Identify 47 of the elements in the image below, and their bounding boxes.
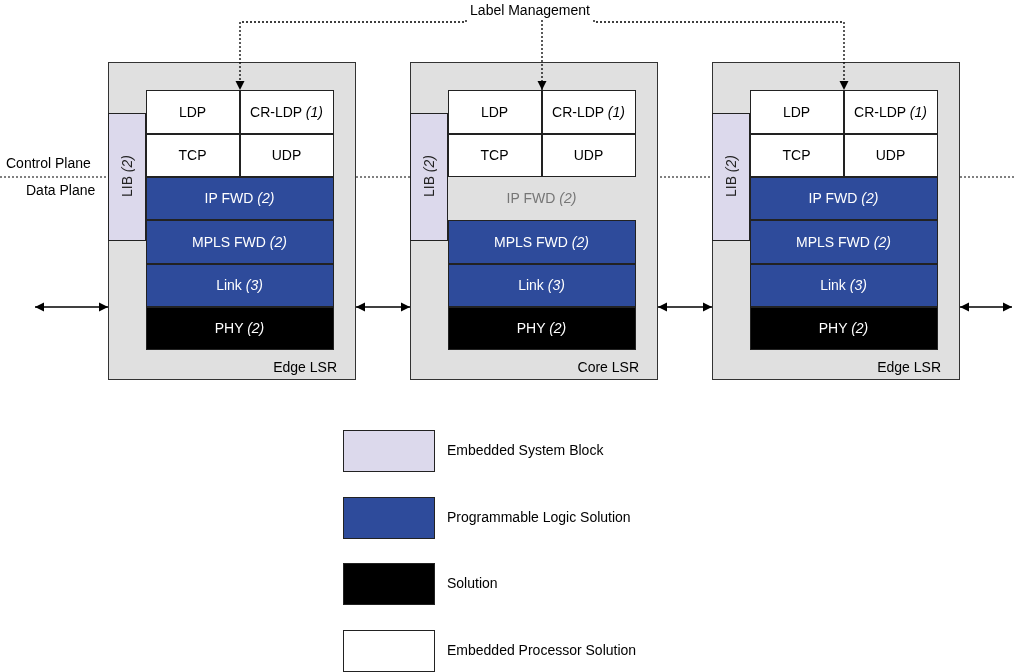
double-arrow — [959, 302, 1013, 312]
layer-text: IP FWD (2) — [447, 176, 636, 220]
dotted-arrow — [235, 19, 467, 91]
side-block: LIB (2) — [107, 112, 146, 241]
legend-text: Programmable Logic Solution — [447, 508, 631, 525]
router-box — [410, 62, 658, 380]
router-box — [108, 62, 356, 380]
side-block: LIB (2) — [409, 112, 448, 241]
layer-bar: MPLS FWD (2) — [145, 219, 334, 264]
protocol-cell: LDP — [749, 89, 844, 134]
layer-bar: Link (3) — [447, 263, 636, 307]
protocol-cell: CR-LDP (1) — [843, 89, 938, 134]
protocol-cell: TCP — [145, 133, 240, 177]
double-arrow — [34, 302, 109, 312]
side-block: LIB (2) — [711, 112, 750, 241]
legend-text: Embedded Processor Solution — [447, 641, 637, 658]
protocol-cell: LDP — [145, 89, 240, 134]
protocol-cell: CR-LDP (1) — [541, 89, 636, 134]
double-arrow — [657, 302, 713, 312]
layer-bar: IP FWD (2) — [145, 176, 334, 220]
box-title: Edge LSR — [273, 359, 337, 375]
legend-text: Embedded System Block — [447, 442, 604, 458]
protocol-cell: UDP — [239, 133, 334, 177]
plane-label: Control Plane — [6, 155, 91, 171]
legend-text: Solution — [447, 575, 498, 591]
layer-bar: PHY (2) — [145, 306, 334, 350]
layer-bar: IP FWD (2) — [749, 176, 938, 220]
protocol-cell: TCP — [447, 133, 542, 177]
box-title: Edge LSR — [877, 359, 941, 375]
protocol-cell: UDP — [843, 133, 938, 177]
layer-bar: PHY (2) — [447, 306, 636, 350]
protocol-cell: LDP — [447, 89, 542, 134]
protocol-cell: CR-LDP (1) — [239, 89, 334, 134]
protocol-cell: UDP — [541, 133, 636, 177]
box-title: Core LSR — [577, 359, 639, 375]
plane-label: Data Plane — [26, 182, 96, 198]
layer-bar: MPLS FWD (2) — [749, 219, 938, 264]
layer-bar: Link (3) — [145, 263, 334, 307]
layer-bar: PHY (2) — [749, 306, 938, 350]
protocol-cell: TCP — [749, 133, 844, 177]
dotted-arrow — [593, 19, 849, 91]
double-arrow — [355, 302, 411, 312]
group-label: Label Management — [440, 2, 620, 18]
layer-bar: Link (3) — [749, 263, 938, 307]
router-box — [712, 62, 960, 380]
layer-bar: MPLS FWD (2) — [447, 219, 636, 264]
dotted-arrow — [537, 19, 547, 91]
